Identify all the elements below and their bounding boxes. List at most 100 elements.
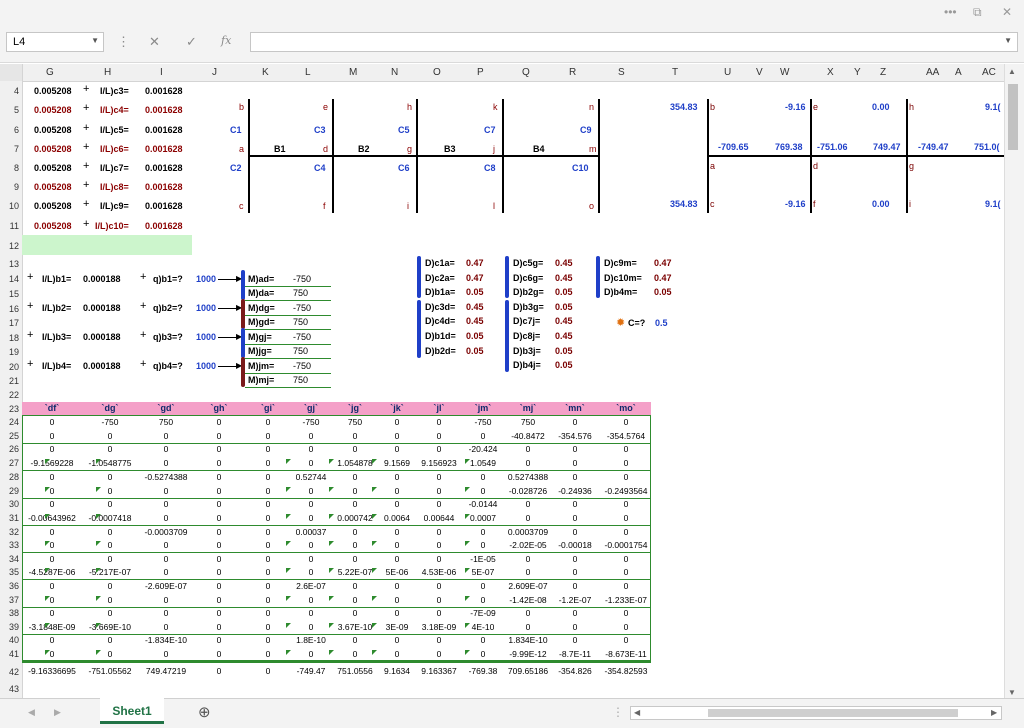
table-cell: 0 bbox=[49, 417, 55, 427]
column-header-bar bbox=[0, 64, 1004, 82]
table-cell: 0 bbox=[49, 649, 55, 659]
column-header-w: W bbox=[780, 67, 790, 78]
restore-icon[interactable]: ⧉ bbox=[973, 5, 982, 19]
table-cell: 0 bbox=[308, 554, 314, 564]
table-header-cell: `gh` bbox=[210, 403, 228, 413]
more-options-icon[interactable]: ••• bbox=[944, 5, 957, 19]
row-header-35: 35 bbox=[8, 567, 19, 577]
table-cell: 0 bbox=[623, 513, 629, 523]
table-cell: 0 bbox=[572, 458, 578, 468]
name-box[interactable]: L4 ▼ bbox=[6, 32, 104, 52]
ratio-label: I/L)c9= bbox=[100, 201, 129, 211]
scroll-left-icon[interactable]: ◀ bbox=[634, 708, 641, 717]
scroll-right-icon[interactable]: ▶ bbox=[991, 708, 998, 717]
table-header-cell: `df` bbox=[44, 403, 60, 413]
scroll-down-icon[interactable]: ▼ bbox=[1008, 688, 1016, 697]
comment-marker-icon bbox=[372, 541, 377, 546]
table-cell: 0 bbox=[49, 444, 55, 454]
table-cell: -0.00643962 bbox=[28, 513, 76, 523]
node-label-bottom: f bbox=[323, 201, 326, 211]
g-value: 0.005208 bbox=[34, 125, 72, 135]
expand-formula-icon[interactable]: ▼ bbox=[1004, 36, 1012, 45]
table-cell: -750 bbox=[302, 417, 320, 427]
plus-icon: + bbox=[140, 300, 147, 312]
dist-factor-label: D)b1d= bbox=[425, 331, 456, 341]
moment-label: M)da= bbox=[248, 288, 275, 298]
dist-factor-label: D)c1a= bbox=[425, 258, 455, 268]
horizontal-scroll-thumb[interactable] bbox=[708, 709, 958, 717]
table-cell: 0 bbox=[394, 472, 400, 482]
comment-marker-icon bbox=[286, 487, 291, 492]
table-cell: 0 bbox=[163, 622, 169, 632]
table-cell: 0 bbox=[436, 431, 442, 441]
chevron-down-icon[interactable]: ▼ bbox=[91, 36, 99, 45]
comment-marker-icon bbox=[286, 650, 291, 655]
formula-input[interactable]: ▼ bbox=[250, 32, 1018, 52]
table-cell: 0 bbox=[265, 431, 271, 441]
scroll-up-icon[interactable]: ▲ bbox=[1008, 67, 1016, 76]
totals-cell: 749.47219 bbox=[145, 666, 187, 676]
row-header-34: 34 bbox=[8, 554, 19, 564]
table-cell: 0 bbox=[107, 486, 113, 496]
table-cell: 0 bbox=[308, 513, 314, 523]
moment-value: -749.47 bbox=[918, 142, 949, 152]
check-icon[interactable]: ✓ bbox=[186, 34, 197, 49]
row-header-22: 22 bbox=[8, 390, 19, 400]
vertical-scrollbar[interactable] bbox=[1004, 64, 1024, 700]
row-header-33: 33 bbox=[8, 540, 19, 550]
dist-factor-label: D)b2g= bbox=[513, 287, 544, 298]
more-dots-icon: ⋮ bbox=[612, 705, 624, 719]
table-cell: 0 bbox=[308, 499, 314, 509]
moment-label: M)ad= bbox=[248, 274, 275, 284]
comment-marker-icon bbox=[372, 514, 377, 519]
carry-over-label: C=? bbox=[628, 318, 646, 328]
plus-icon: + bbox=[83, 83, 90, 95]
g-value: 0.005208 bbox=[34, 163, 72, 173]
beam-ratio-value: 0.000188 bbox=[83, 361, 121, 371]
table-cell: 0 bbox=[394, 649, 400, 659]
table-cell: 5E-07 bbox=[471, 567, 495, 577]
moment-value: -9.16 bbox=[785, 102, 806, 112]
close-icon[interactable]: ✕ bbox=[1002, 5, 1013, 19]
table-cell: -20.424 bbox=[468, 444, 498, 454]
sheet-tab-sheet1[interactable]: Sheet1 bbox=[100, 698, 164, 724]
arrow-icon: ▶ bbox=[236, 303, 243, 312]
table-cell: 0 bbox=[480, 431, 486, 441]
plus-icon: + bbox=[83, 218, 90, 230]
beam-line bbox=[248, 155, 600, 157]
cancel-icon[interactable]: ✕ bbox=[149, 34, 160, 49]
next-sheet-icon[interactable]: ▶ bbox=[54, 707, 61, 717]
function-icon[interactable]: fx bbox=[221, 34, 232, 47]
moment-label: M)jm= bbox=[248, 361, 275, 371]
row-header-39: 39 bbox=[8, 622, 19, 632]
table-cell: -1.834E-10 bbox=[144, 635, 188, 645]
table-cell: 0 bbox=[623, 499, 629, 509]
table-cell: 0 bbox=[107, 581, 113, 591]
column-header-k: K bbox=[262, 67, 269, 78]
moment-value: 750 bbox=[293, 346, 309, 356]
table-header-cell: `mn` bbox=[565, 403, 585, 413]
add-sheet-icon[interactable]: ⊕ bbox=[198, 704, 211, 721]
node-label-mid: g bbox=[407, 144, 413, 154]
table-cell: 0 bbox=[216, 486, 222, 496]
table-cell: 0 bbox=[163, 431, 169, 441]
table-cell: 0 bbox=[216, 417, 222, 427]
ratio-value: 0.001628 bbox=[145, 221, 183, 231]
prev-sheet-icon[interactable]: ◀ bbox=[28, 707, 35, 717]
table-cell: 0 bbox=[572, 567, 578, 577]
moment-value: -751.06 bbox=[817, 142, 848, 152]
row-divider bbox=[245, 315, 331, 316]
row-header-10: 10 bbox=[8, 201, 19, 211]
group-bracket bbox=[417, 256, 421, 298]
column-header-s: S bbox=[618, 67, 625, 78]
table-cell: -5.217E-07 bbox=[88, 567, 132, 577]
vertical-scroll-thumb[interactable] bbox=[1008, 84, 1018, 150]
row-header-31: 31 bbox=[8, 513, 19, 523]
select-all-corner[interactable] bbox=[0, 64, 23, 81]
table-cell: 0 bbox=[436, 472, 442, 482]
dist-factor-label: D)c9m= bbox=[604, 258, 637, 268]
table-cell: 0 bbox=[623, 608, 629, 618]
comment-marker-icon bbox=[329, 596, 334, 601]
table-cell: 0 bbox=[163, 540, 169, 550]
moment-label: M)gd= bbox=[248, 317, 275, 327]
